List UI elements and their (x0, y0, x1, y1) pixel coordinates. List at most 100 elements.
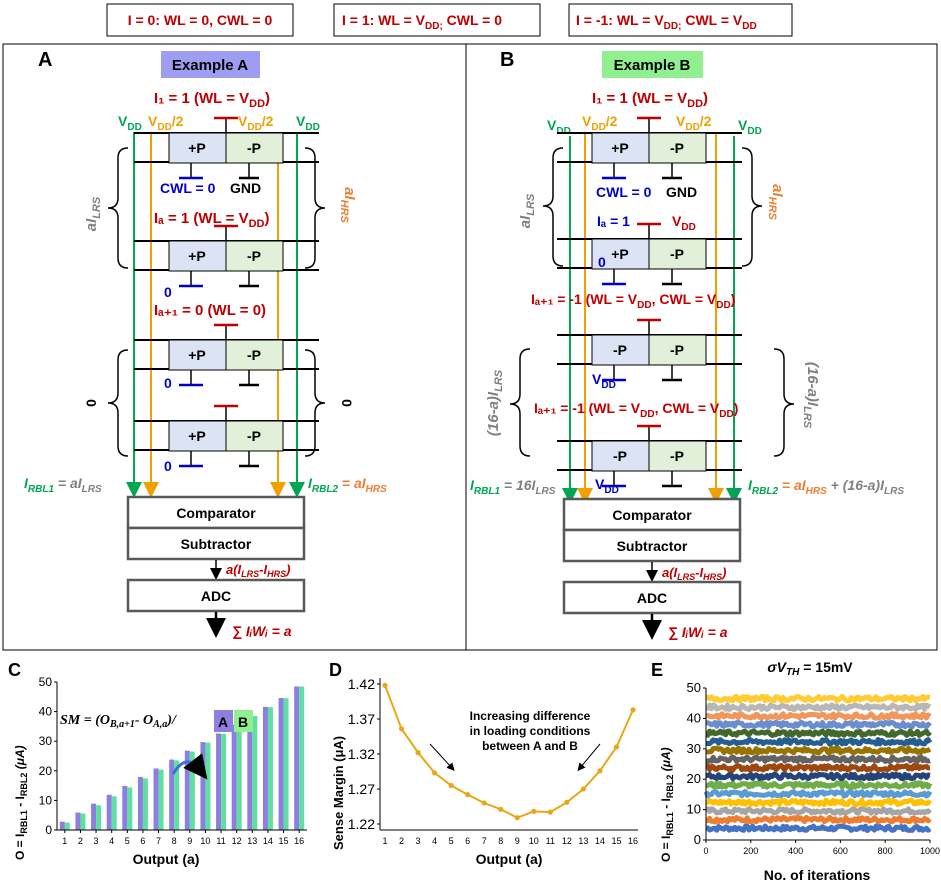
bar-B-7 (158, 769, 164, 830)
bar-A-10 (200, 742, 206, 830)
panel-b-letter: B (500, 49, 514, 71)
y-tick-label: 1.37 (348, 711, 375, 727)
bar-B-3 (96, 805, 102, 830)
bar-B-10 (205, 742, 211, 830)
svg-text:-P: -P (247, 347, 261, 363)
y-tick-label: 50 (687, 680, 701, 695)
bar-A-4 (106, 794, 112, 830)
x-tick-label: 6 (140, 836, 145, 846)
svg-text:a(ILRS-IHRS): a(ILRS-IHRS) (662, 565, 726, 582)
data-point-10 (531, 808, 537, 815)
data-point-13 (580, 786, 587, 792)
svg-text:I = -1: WL = VDD; CWL = VDD: I = -1: WL = VDD; CWL = VDD (576, 12, 757, 32)
x-tick-label: 600 (833, 846, 848, 856)
x-tick-label: 3 (94, 836, 99, 846)
panel-b: B Example B I₁ = 1 (WL = VDD) VDD VDD/2 … (470, 49, 904, 640)
svg-text:VDD: VDD (595, 476, 619, 496)
band-3 (705, 797, 933, 808)
bar-A-15 (278, 697, 284, 830)
band-12 (705, 719, 932, 730)
panel-d-letter: D (329, 660, 342, 680)
svg-text:+P: +P (188, 248, 206, 264)
band-4 (703, 788, 933, 799)
bar-B-14 (267, 707, 273, 830)
svg-text:+P: +P (188, 347, 206, 363)
memory-cell: +P-P (557, 116, 742, 180)
panel-a-diff: a(ILRS-IHRS) (226, 562, 290, 579)
x-tick-label: 12 (562, 836, 572, 846)
x-tick-label: 9 (187, 836, 192, 846)
panel-b-adc: ADC (637, 590, 667, 606)
svg-text:Increasing difference: Increasing difference (470, 709, 591, 723)
y-tick-label: 40 (39, 705, 53, 719)
data-point-4 (432, 770, 438, 776)
bar-A-9 (184, 750, 190, 830)
band-2 (705, 806, 932, 816)
svg-text:VDD: VDD (738, 117, 762, 137)
x-tick-label: 2 (399, 836, 404, 846)
svg-text:0: 0 (83, 399, 99, 407)
bar-A-8 (169, 759, 175, 830)
svg-text:0: 0 (164, 284, 172, 300)
panel-a-brace-lrs: aILRS (83, 196, 103, 231)
memory-cell: +P-P (134, 116, 319, 180)
x-tick-label: 8 (498, 836, 503, 846)
x-tick-label: 3 (416, 836, 421, 846)
panel-a-comparator: Comparator (176, 505, 256, 521)
panel-a-vdd-right: VDD (296, 113, 320, 133)
bar-B-16 (299, 686, 305, 830)
panel-a-adc: ADC (201, 588, 231, 604)
x-tick-label: 200 (743, 846, 758, 856)
panel-d-xlabel: Output (a) (476, 851, 543, 867)
x-tick-label: 13 (578, 836, 588, 846)
y-tick-label: 1.42 (348, 676, 375, 692)
bar-B-8 (174, 760, 180, 830)
band-5 (705, 780, 933, 790)
y-tick-label: 20 (39, 764, 53, 778)
x-tick-label: 2 (78, 836, 83, 846)
bar-A-2 (75, 812, 81, 830)
svg-text:-P: -P (670, 448, 684, 464)
bar-B-12 (236, 724, 242, 830)
y-tick-label: 20 (687, 771, 701, 786)
memory-cell: +P -P (134, 323, 319, 387)
panel-a-vdd2-right: VDD/2 (238, 113, 274, 133)
svg-text:Iₐ₊₁ = -1 (WL = VDD, CWL = VDD: Iₐ₊₁ = -1 (WL = VDD, CWL = VDD) (531, 291, 735, 311)
svg-text:0: 0 (164, 375, 172, 391)
svg-text:∑ IᵢWᵢ = a: ∑ IᵢWᵢ = a (668, 624, 728, 640)
svg-text:aIHRS: aIHRS (766, 184, 786, 220)
data-point-12 (564, 799, 570, 805)
svg-text:I₁ = 1 (WL = VDD): I₁ = 1 (WL = VDD) (592, 90, 708, 110)
svg-text:GND: GND (666, 184, 697, 200)
panel-c-letter: C (8, 660, 21, 680)
data-point-8 (498, 806, 504, 812)
panel-a-title: Example A (172, 57, 248, 74)
svg-text:Iₐ₊₁ = -1 (WL = VDD, CWL = VDD: Iₐ₊₁ = -1 (WL = VDD, CWL = VDD) (534, 400, 738, 420)
panel-a-i1-label: I₁ = 1 (WL = VDD) (154, 90, 270, 110)
x-tick-label: 4 (432, 836, 437, 846)
svg-text:0: 0 (339, 399, 355, 407)
x-tick-label: 14 (595, 836, 605, 846)
memory-cell: +P-P (134, 404, 319, 468)
x-tick-label: 16 (628, 836, 638, 846)
panel-d: D Sense Margin (μA) Output (a) 1.221.271… (329, 660, 638, 867)
panel-d-ylabel: Sense Margin (μA) (331, 736, 346, 850)
bar-B-5 (127, 787, 133, 830)
bar-A-3 (91, 803, 97, 830)
x-tick-label: 16 (294, 836, 304, 846)
bar-B-15 (283, 698, 289, 830)
x-tick-label: 11 (546, 836, 555, 846)
legend-case-one: I = 1: WL = VDD; CWL = 0 (333, 3, 541, 37)
y-tick-label: 1.27 (348, 781, 375, 797)
panel-e: E σVTH = 15mV O = IRBL1 - IRBL2 (μA) No.… (651, 659, 940, 883)
panel-b-comparator: Comparator (612, 507, 692, 523)
legend-case-zero: I = 0: WL = 0, CWL = 0 (106, 3, 294, 37)
bar-A-13 (247, 715, 253, 830)
data-point-9 (514, 815, 520, 821)
svg-text:0: 0 (164, 458, 172, 474)
data-point-7 (481, 800, 487, 806)
panel-a: A Example A I₁ = 1 (WL = VDD) VDD VDD/2 … (24, 49, 387, 639)
panel-b-subtractor: Subtractor (617, 538, 688, 554)
y-tick-label: 30 (39, 734, 53, 748)
svg-text:+P: +P (188, 140, 206, 156)
